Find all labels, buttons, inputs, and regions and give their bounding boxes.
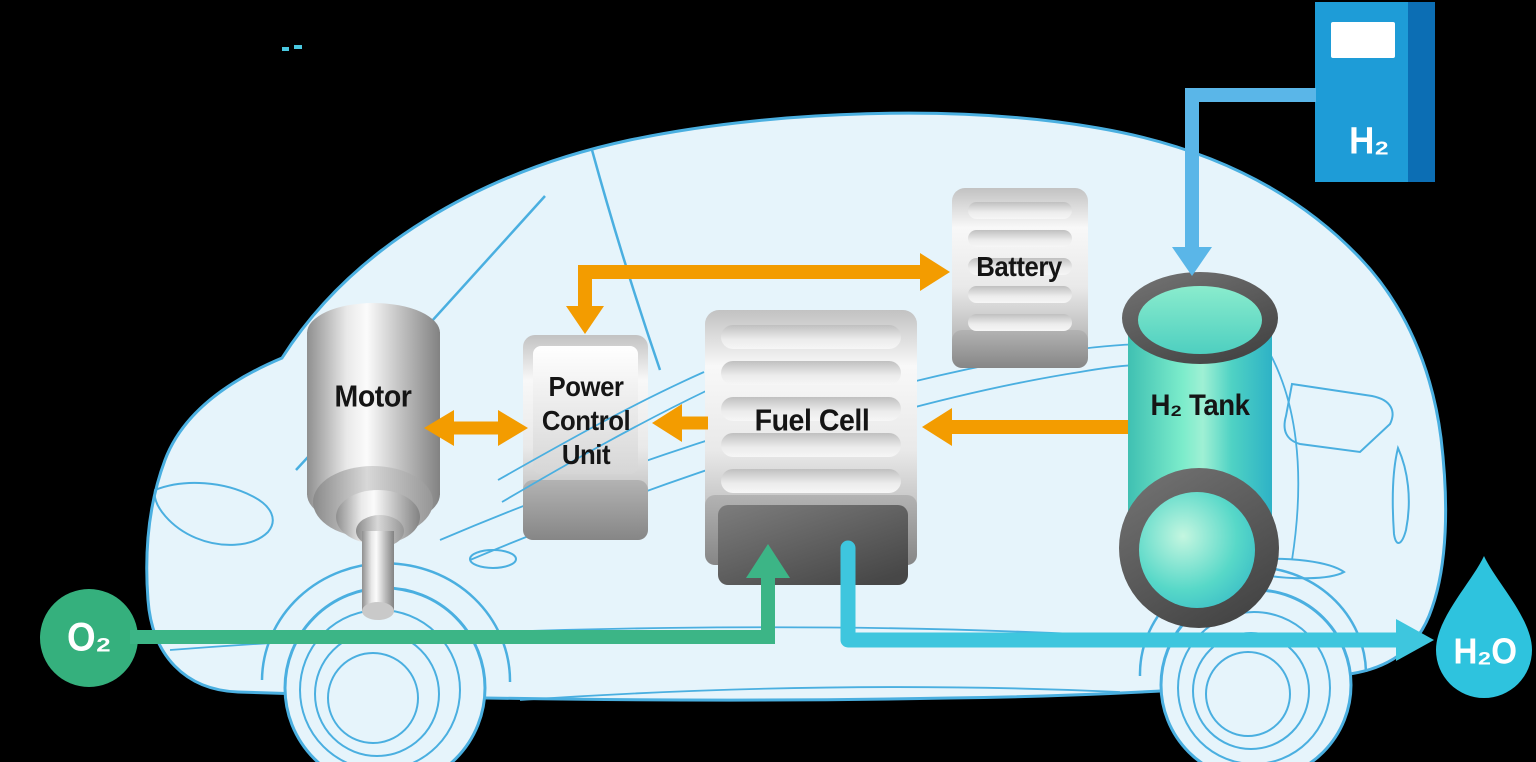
- fuel-cell-base: [718, 505, 908, 585]
- h2-tank-label: H₂ Tank: [1150, 388, 1250, 422]
- pcu-inner-panel: [533, 346, 638, 474]
- motor-shaft: [362, 531, 394, 611]
- water-droplet: [1436, 556, 1532, 698]
- hydrogen-supply-arrow: [1172, 88, 1316, 276]
- h2-tank-graphic: [1119, 272, 1279, 628]
- b-pillar-line: [590, 149, 662, 371]
- stray-dashes: [282, 45, 302, 51]
- power-control-unit-graphic: [523, 335, 648, 540]
- h2-station-graphic: [1315, 2, 1435, 182]
- battery-stripes: [968, 202, 1072, 331]
- fuel-cell-graphic: [705, 310, 917, 585]
- pcu-battery-arrow: [578, 265, 922, 306]
- fuel-cell-stripes: [721, 325, 901, 493]
- oxygen-circle: [40, 589, 138, 687]
- water-flow-arrow: [840, 540, 1434, 661]
- front-wheel-rim: [327, 652, 419, 744]
- oxygen-label: O₂: [66, 615, 112, 660]
- rear-wheel-rim: [1177, 611, 1331, 762]
- motor-label: Motor: [334, 378, 412, 414]
- motor-graphic: [307, 303, 440, 620]
- water-label: H₂O: [1453, 630, 1517, 672]
- door-handle: [469, 549, 517, 569]
- battery-label: Battery: [976, 250, 1062, 282]
- oxygen-flow-arrow: [130, 544, 790, 644]
- rear-light: [1391, 444, 1410, 544]
- rear-wheel-rim: [1205, 651, 1291, 737]
- fuel-cell-label: Fuel Cell: [754, 402, 870, 438]
- station-screen: [1331, 22, 1395, 58]
- h2-station-label: H₂: [1349, 120, 1389, 163]
- rocker-line-2: [519, 686, 1121, 701]
- orange-arrows: [424, 253, 1128, 446]
- interior-lines-over-pcu: [497, 371, 709, 503]
- battery-graphic: [952, 188, 1088, 368]
- beltline-rear: [1267, 349, 1300, 561]
- power-control-unit-label: Power Control Unit: [541, 371, 631, 470]
- rear-window: [1283, 382, 1394, 454]
- headlight: [153, 481, 274, 546]
